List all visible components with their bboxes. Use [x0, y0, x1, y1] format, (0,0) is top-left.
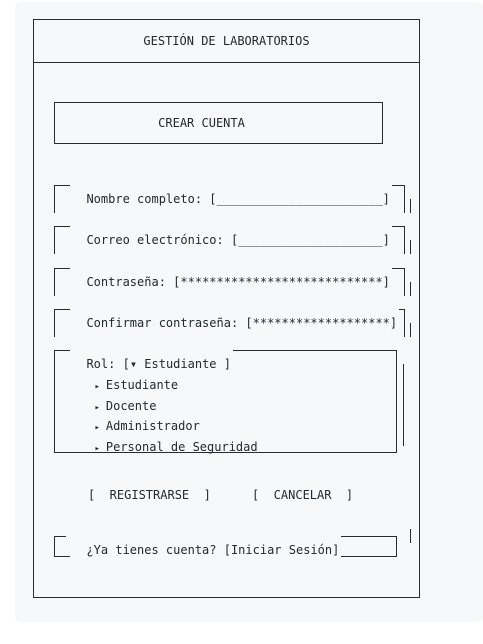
caret-right-icon: ▸	[94, 382, 100, 392]
outer-frame	[33, 19, 420, 598]
confirm-input[interactable]: [*******************]	[245, 316, 398, 330]
confirm-label: Confirmar contraseña:	[86, 316, 239, 330]
password-field[interactable]: Contraseña: [***************************…	[70, 261, 392, 289]
caret-right-icon: ▸	[94, 423, 100, 433]
login-link[interactable]: [Iniciar Sesión]	[223, 543, 340, 557]
header-divider	[33, 62, 420, 63]
login-question: ¿Ya tienes cuenta?	[86, 543, 217, 557]
email-field[interactable]: Correo electrónico: [___________________…	[70, 219, 392, 247]
caret-right-icon: ▸	[94, 403, 100, 413]
caret-right-icon: ▸	[94, 444, 100, 454]
cancel-button[interactable]: [ CANCELAR ]	[252, 488, 354, 502]
name-field[interactable]: Nombre completo: [______________________…	[70, 178, 392, 206]
card-title-box	[54, 102, 383, 144]
email-label: Correo electrónico:	[86, 233, 224, 247]
role-option[interactable]: ▸Administrador	[94, 419, 200, 433]
role-option[interactable]: ▸Docente	[94, 399, 157, 413]
role-field[interactable]: Rol: [▾ Estudiante ]	[70, 343, 233, 371]
confirm-field[interactable]: Confirmar contraseña: [*****************…	[70, 302, 400, 330]
login-prompt: ¿Ya tienes cuenta? [Iniciar Sesión]	[70, 529, 342, 557]
register-button[interactable]: [ REGISTRARSE ]	[88, 488, 211, 502]
role-option[interactable]: ▸Estudiante	[94, 378, 179, 392]
password-input[interactable]: [****************************]	[173, 275, 390, 289]
role-option[interactable]: ▸Personal de Seguridad	[94, 440, 258, 454]
name-input[interactable]: [_______________________]	[209, 192, 390, 206]
email-input[interactable]: [____________________]	[230, 233, 390, 247]
password-label: Contraseña:	[86, 275, 166, 289]
role-select[interactable]: [▾ Estudiante ]	[122, 357, 231, 371]
page-title: GESTIÓN DE LABORATORIOS	[143, 34, 310, 48]
role-label: Rol:	[86, 357, 116, 371]
card-title: CREAR CUENTA	[158, 116, 245, 130]
name-label: Nombre completo:	[86, 192, 203, 206]
